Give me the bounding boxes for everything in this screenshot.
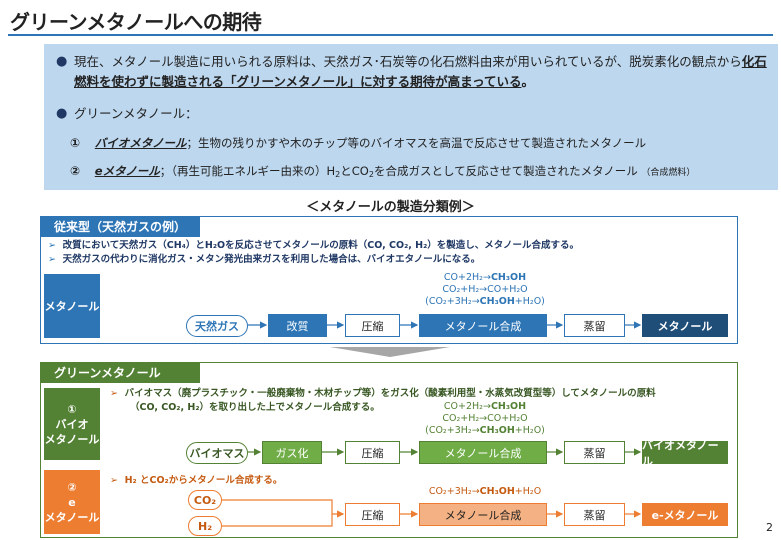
intro-box: ● 現在、メタノール製造に用いられる原料は、天然ガス･石炭等の化石燃料由来が用い…	[44, 44, 778, 190]
product-bio-methanol: バイオメタノール	[642, 439, 728, 468]
item2-desc-b: とCO	[340, 164, 369, 178]
e-line1: ➢ H₂ とCO₂からメタノール合成する。	[110, 475, 283, 486]
item2-desc-a: ；（再生可能エネルギー由来の）H	[159, 164, 336, 178]
green-panel	[40, 362, 738, 538]
bullet-icon: ●	[56, 54, 68, 69]
conventional-line1: ➢ 改質において天然ガス（CH₄）とH₂Oを反応させてメタノールの原料（CO, …	[48, 240, 580, 251]
product-e-methanol: e-メタノール	[642, 503, 728, 526]
step-compression: 圧縮	[345, 441, 400, 464]
page-number: 2	[766, 521, 773, 534]
step-compression: 圧縮	[345, 314, 400, 337]
conventional-side-label: メタノール	[44, 274, 100, 338]
item2-number: ②	[70, 164, 81, 178]
green-title: グリーンメタノール	[40, 362, 200, 383]
bullet1-post: 。	[521, 74, 535, 89]
step-synthesis: メタノール合成	[419, 441, 547, 464]
e-equation: CO₂+3H₂→CH₃OH+H₂O	[428, 486, 542, 497]
item2-row: ② eメタノール；（再生可能エネルギー由来の）H2とCO2を合成ガスとして反応さ…	[70, 164, 696, 179]
conventional-line2: ➢ 天然ガスの代わりに消化ガス・メタン発光由来ガスを利用した場合は、バイオエタノ…	[48, 254, 481, 265]
step-distillation: 蒸留	[564, 441, 625, 464]
item2-note: （合成燃料）	[641, 168, 696, 178]
item1-name: バイオメタノール	[94, 136, 187, 150]
source-natural-gas: 天然ガス	[186, 315, 248, 337]
bullet1-text: 現在、メタノール製造に用いられる原料は、天然ガス･石炭等の化石燃料由来が用いられ…	[74, 54, 742, 69]
bio-equations: CO+2H₂→CH₃OH CO₂+H₂→CO+H₂O (CO₂+3H₂→CH₃O…	[425, 401, 545, 436]
item1-row: ① バイオメタノール；生物の残りかすや木のチップ等のバイオマスを高温で反応させて…	[70, 134, 646, 152]
source-biomass: バイオマス	[186, 442, 248, 464]
bio-side-label: ① バイオ メタノール	[44, 388, 100, 460]
conventional-equations: CO+2H₂→CH₃OH CO₂+H₂→CO+H₂O (CO₂+3H₂→CH₃O…	[425, 272, 545, 307]
step-synthesis: メタノール合成	[419, 503, 547, 526]
intro-bullet1: 現在、メタノール製造に用いられる原料は、天然ガス･石炭等の化石燃料由来が用いられ…	[74, 52, 774, 92]
item2-desc-c: を合成ガスとして反応させて製造されたメタノール	[373, 164, 638, 178]
step-distillation: 蒸留	[564, 314, 625, 337]
e-side-label: ② e メタノール	[44, 470, 100, 534]
step-gasification: ガス化	[262, 441, 322, 464]
product-methanol: メタノール	[642, 314, 728, 337]
intro-bullet2: グリーンメタノール：	[74, 106, 198, 121]
bio-line2: （CO, CO₂, H₂）を取り出した上でメタノール合成する。	[130, 402, 380, 413]
step-reforming: 改質	[268, 314, 327, 337]
conventional-title: 従来型（天然ガスの例）	[40, 216, 201, 237]
source-h2: H₂	[188, 516, 222, 536]
source-co2: CO₂	[188, 490, 222, 510]
item1-number: ①	[70, 136, 81, 150]
conventional-panel	[40, 216, 738, 344]
step-compression: 圧縮	[345, 503, 400, 526]
section-heading: ＜メタノールの製造分類例＞	[306, 200, 475, 215]
page-title: グリーンメタノールへの期待	[10, 10, 262, 34]
step-distillation: 蒸留	[564, 503, 625, 526]
item2-name: eメタノール	[94, 164, 160, 178]
step-synthesis: メタノール合成	[419, 314, 547, 337]
bio-line1: ➢ バイオマス（廃プラスチック・一般廃棄物・木材チップ等）をガス化（酸素利用型・…	[110, 388, 656, 399]
bullet1-emphasis: 化石燃料を使わずに製造される「グリーンメタノール」に対する期待が高まっている	[74, 54, 767, 89]
item1-desc: ；生物の残りかすや木のチップ等のバイオマスを高温で反応させて製造されたメタノール	[186, 136, 647, 150]
title-divider	[8, 34, 773, 36]
bullet-icon: ●	[56, 106, 68, 121]
